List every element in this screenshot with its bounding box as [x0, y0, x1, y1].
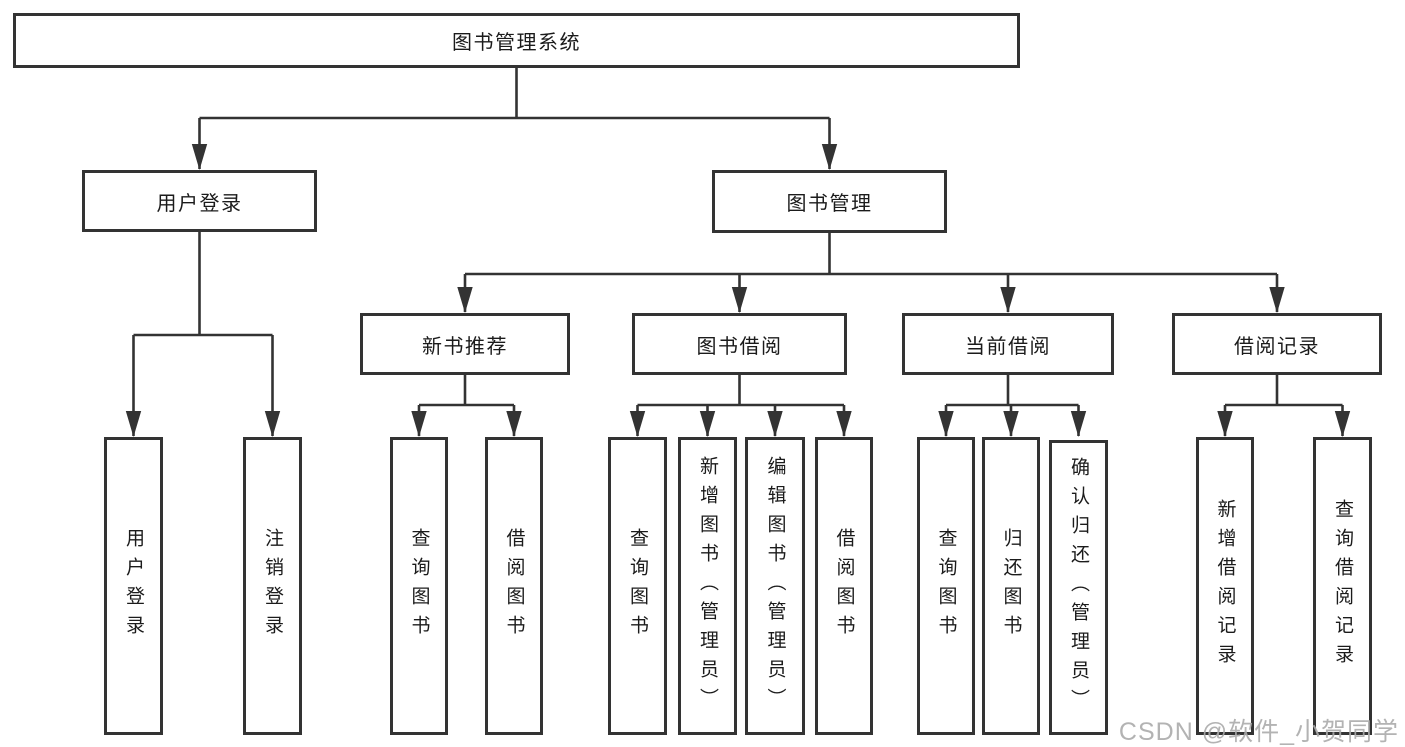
- csdn-watermark: CSDN @软件_小贺同学: [1118, 718, 1399, 746]
- leaf-query-books-current: 查询图书: [917, 437, 975, 735]
- leaf-user-login: 用户登录: [104, 437, 163, 735]
- node-book-management: 图书管理: [712, 170, 947, 233]
- node-book-borrowing: 图书借阅: [632, 313, 847, 375]
- leaf-borrow-books-recommend: 借阅图书: [485, 437, 543, 735]
- leaf-logout: 注销登录: [243, 437, 302, 735]
- leaf-query-books-borrowing: 查询图书: [608, 437, 667, 735]
- node-library-management-system: 图书管理系统: [13, 13, 1020, 68]
- leaf-confirm-return-admin: 确认归还（管理员）: [1049, 440, 1108, 735]
- node-current-borrowing: 当前借阅: [902, 313, 1114, 375]
- leaf-borrow-books: 借阅图书: [815, 437, 873, 735]
- node-borrowing-records: 借阅记录: [1172, 313, 1382, 375]
- node-user-login-branch: 用户登录: [82, 170, 317, 232]
- node-new-book-recommendation: 新书推荐: [360, 313, 570, 375]
- leaf-add-borrow-record: 新增借阅记录: [1196, 437, 1254, 735]
- leaf-add-books-admin: 新增图书（管理员）: [678, 437, 737, 735]
- leaf-query-borrow-record: 查询借阅记录: [1313, 437, 1372, 735]
- leaf-edit-books-admin: 编辑图书（管理员）: [745, 437, 805, 735]
- leaf-return-books: 归还图书: [982, 437, 1040, 735]
- leaf-query-books-recommend: 查询图书: [390, 437, 448, 735]
